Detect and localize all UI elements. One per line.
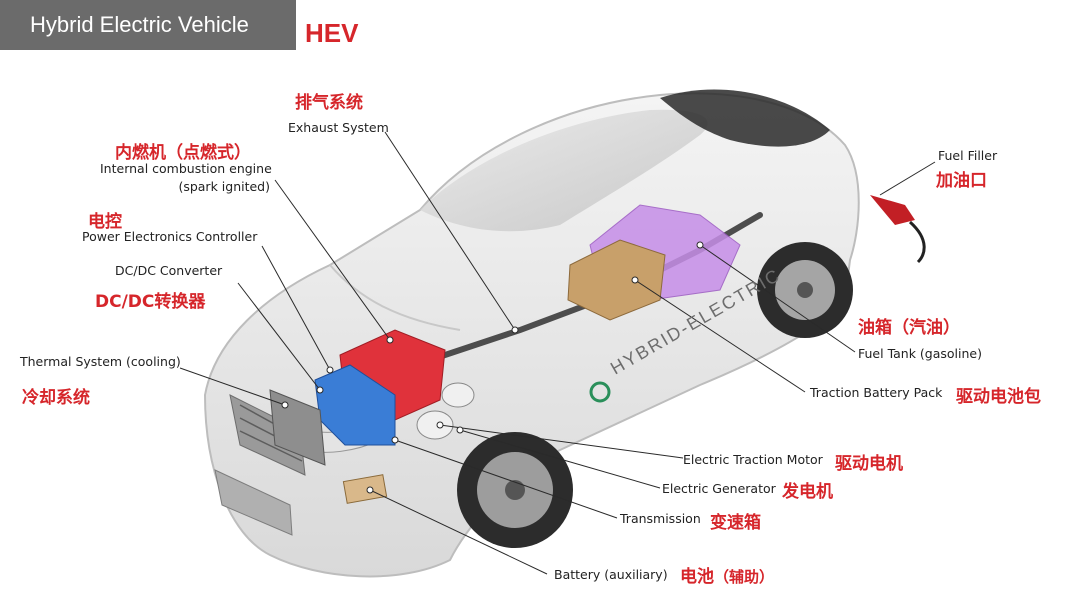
label-generator-en: Electric Generator: [662, 481, 776, 496]
motor-cyl: [416, 410, 454, 440]
label-motor-en: Electric Traction Motor: [683, 452, 823, 467]
traction-battery: [567, 239, 666, 321]
label-tank-en: Fuel Tank (gasoline): [858, 346, 982, 361]
hev-badge: HEV: [305, 18, 359, 48]
label-motor-cn: 驱动电机: [835, 454, 903, 474]
label-exhaust-en: Exhaust System: [288, 120, 389, 135]
title-text: Hybrid Electric Vehicle: [30, 12, 249, 37]
label-aux-battery-en: Battery (auxiliary): [554, 567, 668, 582]
aux-battery: [342, 474, 388, 504]
label-engine-cn: 内燃机（点燃式）: [115, 143, 251, 163]
leader-lines: [179, 131, 936, 575]
rear-window: [660, 89, 830, 147]
label-battery-pack-cn: 驱动电池包: [956, 387, 1041, 407]
label-thermal-cn: 冷却系统: [22, 388, 90, 408]
label-pec-cn: 电控: [88, 212, 122, 232]
label-battery-pack-en: Traction Battery Pack: [810, 385, 943, 400]
radiator: [269, 389, 326, 466]
front-wheel: [457, 432, 573, 548]
label-aux-battery-cn-sub: （辅助）: [714, 568, 775, 586]
label-thermal-en: Thermal System (cooling): [20, 354, 181, 369]
label-engine-en: Internal combustion engine: [100, 161, 272, 176]
label-engine-en2: (spark ignited): [178, 179, 270, 194]
windshield: [420, 109, 708, 232]
label-dcdc-cn: DC/DC转换器: [95, 292, 206, 312]
label-exhaust-cn: 排气系统: [295, 93, 363, 113]
label-tank-cn: 油箱（汽油）: [858, 318, 960, 338]
label-aux-battery-cn-main: 电池: [680, 567, 714, 587]
label-pec-en: Power Electronics Controller: [82, 229, 258, 244]
label-generator-cn: 发电机: [782, 482, 833, 502]
label-filler-cn: 加油口: [936, 171, 987, 191]
label-filler-en: Fuel Filler: [938, 148, 998, 163]
generator-cyl: [441, 382, 475, 408]
label-transmission-en: Transmission: [620, 511, 701, 526]
label-dcdc-en: DC/DC Converter: [115, 263, 223, 278]
title-bar: Hybrid Electric Vehicle: [0, 0, 296, 50]
label-transmission-cn: 变速箱: [710, 513, 761, 533]
fuel-nozzle: [870, 195, 915, 225]
rear-wheel: [757, 242, 853, 338]
label-aux-battery-cn: 电池（辅助）: [680, 562, 774, 587]
